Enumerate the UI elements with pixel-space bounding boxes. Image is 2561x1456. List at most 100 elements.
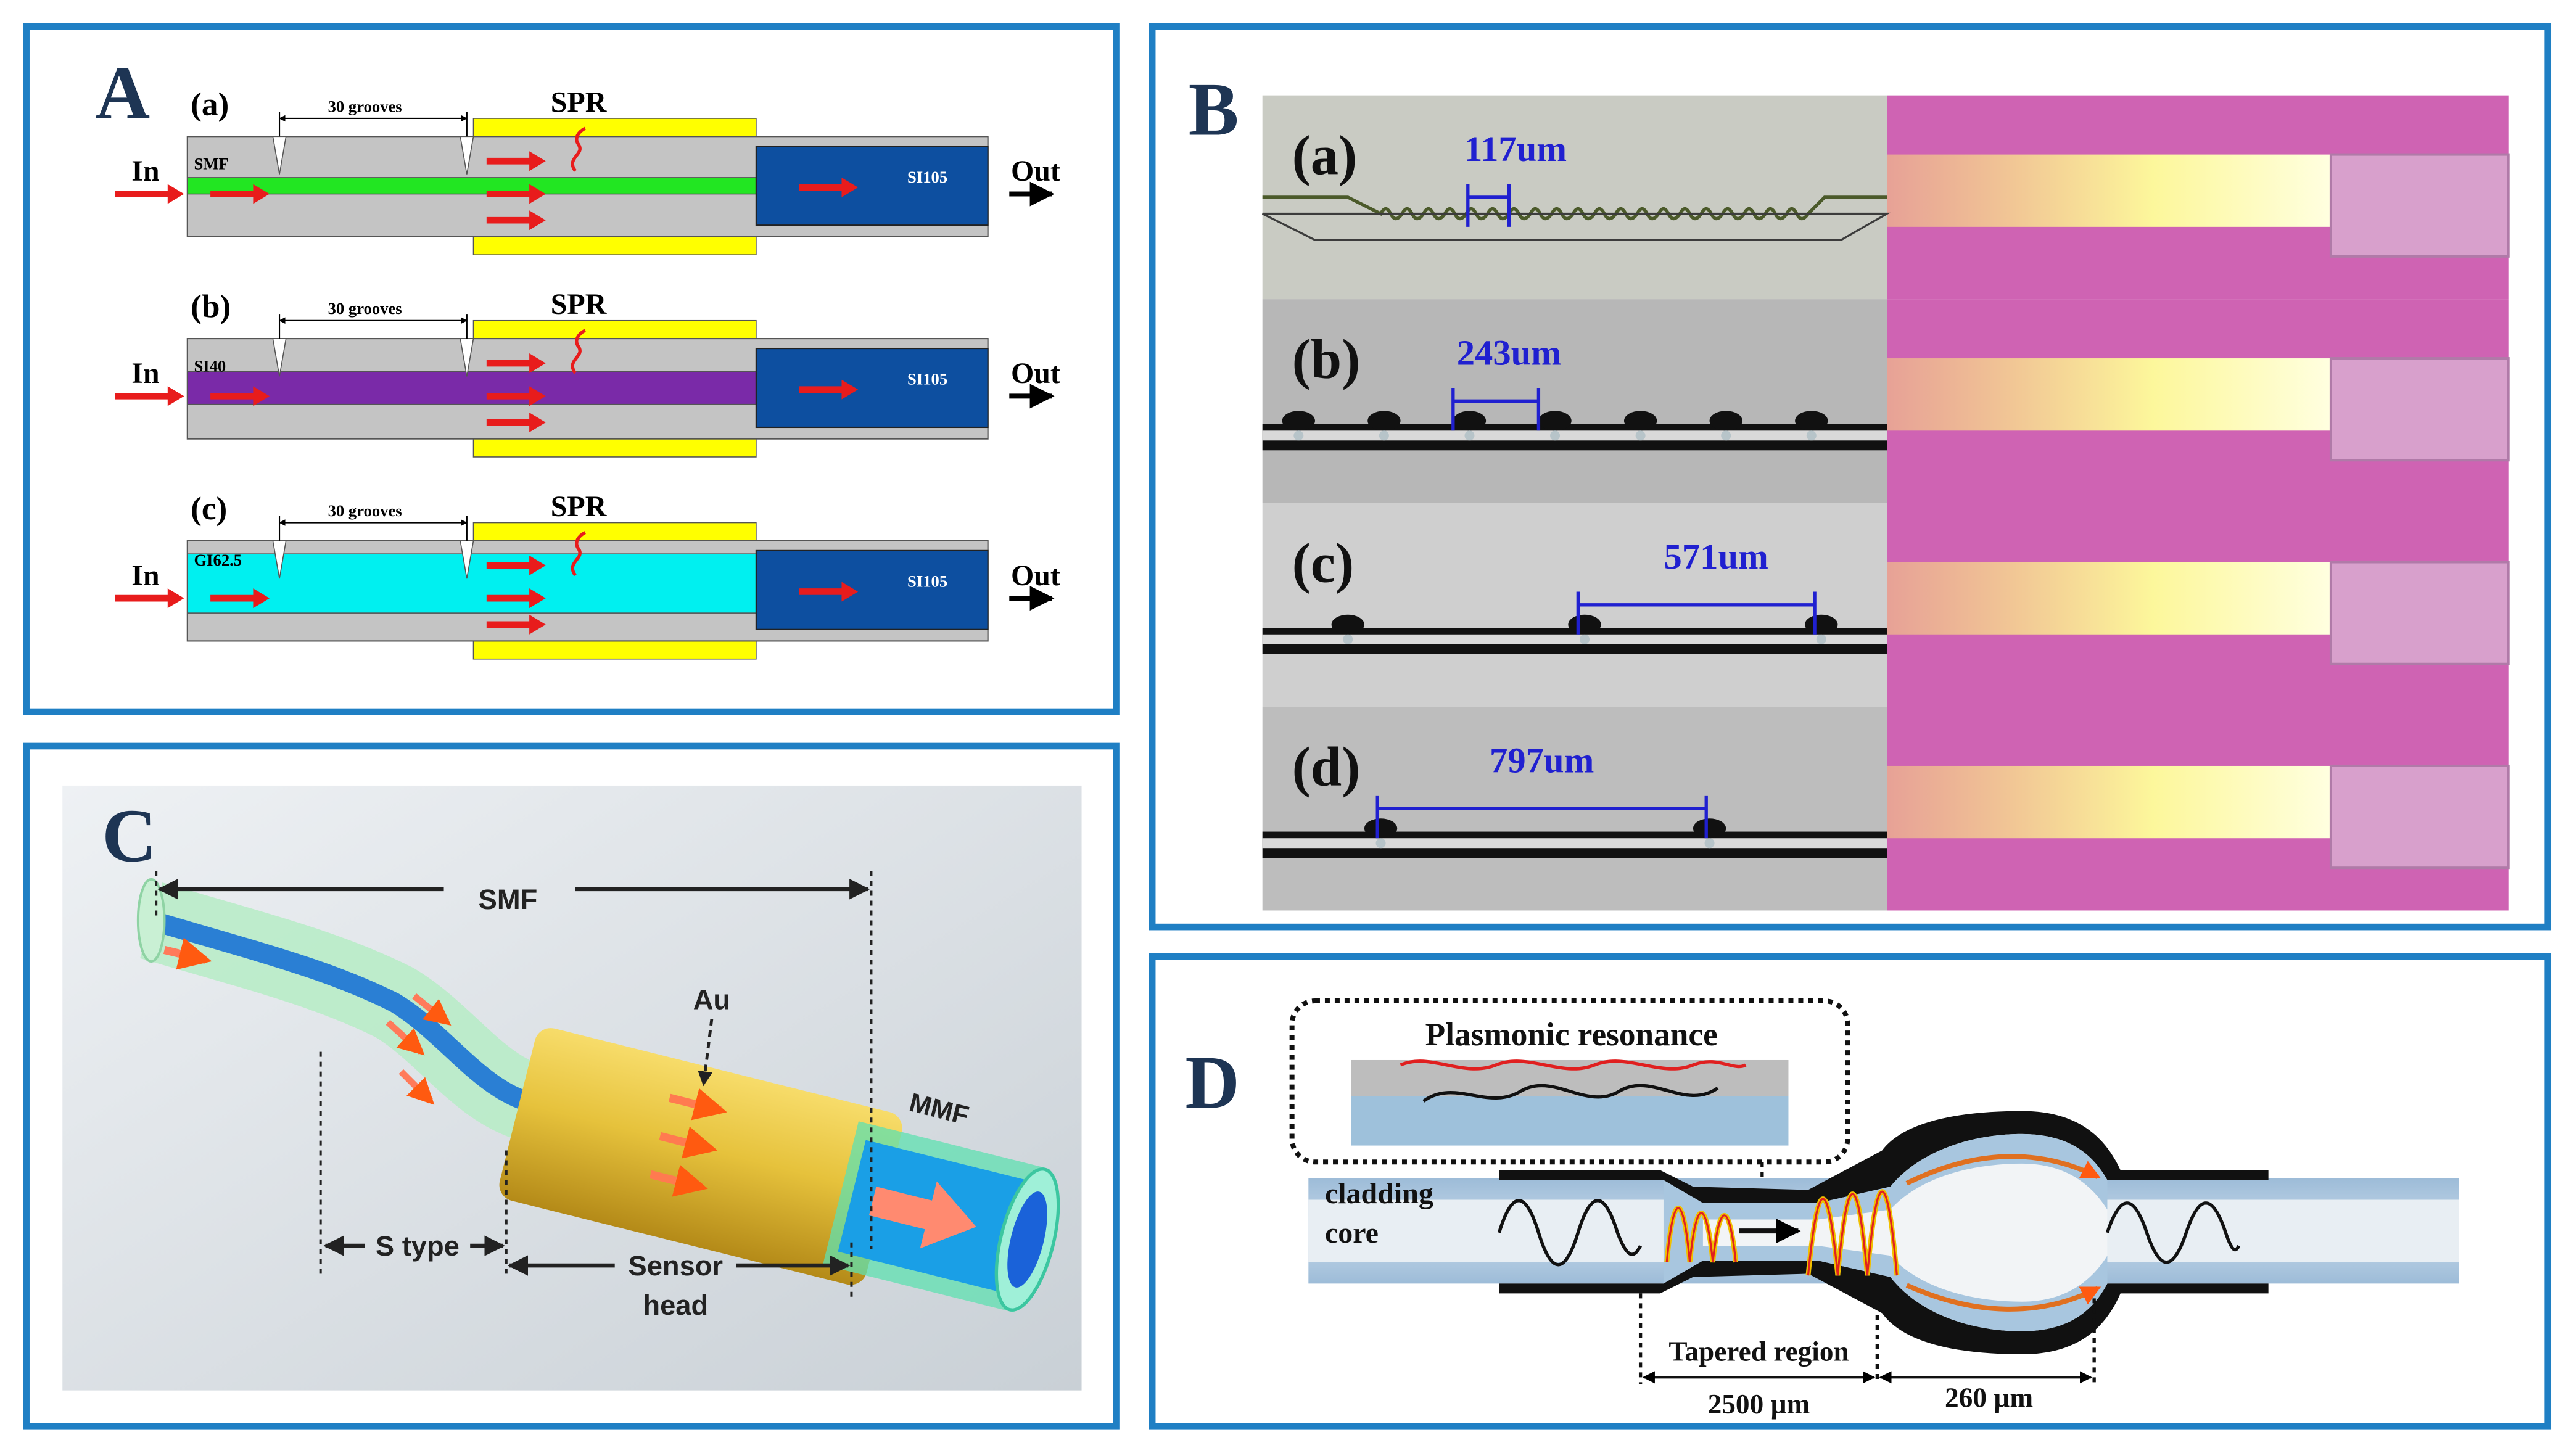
spr-coating-top: [472, 522, 757, 541]
micrograph-image: [1262, 95, 1887, 300]
in-label: In: [131, 357, 159, 390]
row-tag: (b): [191, 288, 231, 324]
dim-2500-label: 2500 µm: [1708, 1389, 1810, 1420]
micrograph-image: [1262, 299, 1887, 503]
in-label: In: [131, 559, 159, 592]
grooves-label: 30 grooves: [328, 501, 402, 520]
fiber-end: [2329, 764, 2510, 870]
groove: [1568, 614, 1601, 635]
out-label: Out: [1011, 155, 1060, 187]
groove: [1709, 411, 1742, 431]
fiber-core: [187, 371, 757, 405]
row-tag: (c): [1292, 532, 1355, 594]
mmf-end-core: [1007, 1191, 1047, 1288]
au-label: Au: [693, 984, 730, 1015]
output-fiber: [755, 146, 989, 226]
groove: [1805, 614, 1838, 635]
row-tag: (a): [191, 86, 229, 123]
micrograph-row: (a) 117um: [1261, 95, 2510, 300]
spr-label: SPR: [551, 86, 608, 118]
input-fiber-label: SI40: [194, 356, 226, 375]
row-tag: (b): [1292, 328, 1361, 390]
in-label: In: [131, 155, 159, 187]
panel-d-letter: D: [1185, 1040, 1240, 1124]
output-fiber-label: SI105: [907, 572, 947, 590]
s-type-label: S type: [376, 1230, 460, 1262]
dim-260-label: 260 µm: [1945, 1382, 2033, 1413]
micrograph-row: (b) 243um: [1262, 299, 2510, 503]
groove: [1623, 411, 1657, 431]
panel-b-letter: B: [1189, 68, 1239, 152]
groove: [1795, 411, 1828, 431]
spr-label: SPR: [551, 288, 608, 321]
grooves-label: 30 grooves: [328, 97, 402, 115]
output-fiber: [755, 549, 989, 630]
sensor-head-label-1: Sensor: [629, 1250, 724, 1281]
period-label: 571um: [1664, 537, 1768, 577]
micrograph-row: (c) 571um: [1262, 503, 2510, 707]
fiber-core: [187, 177, 757, 195]
fiber-end: [2329, 357, 2510, 462]
tapered-region-label: Tapered region: [1668, 1336, 1849, 1367]
period-label: 797um: [1490, 741, 1594, 781]
groove: [1331, 614, 1364, 635]
output-fiber: [755, 347, 989, 429]
spr-coating-bottom: [472, 640, 757, 660]
light-arrow: [669, 1088, 727, 1121]
spr-coupling-arrow: [571, 329, 587, 374]
micrograph-row: (d) 797um: [1262, 707, 2510, 911]
spr-label: SPR: [551, 490, 608, 523]
groove: [1364, 818, 1398, 839]
light-arrow: [398, 1069, 435, 1105]
period-label: 243um: [1457, 333, 1561, 373]
fiber-end: [2329, 153, 2510, 258]
spr-coupling-arrow: [571, 531, 587, 577]
light-arrow: [386, 1019, 425, 1056]
grooves-label: 30 grooves: [328, 299, 402, 318]
groove: [1453, 411, 1487, 431]
spr-coating-top: [472, 118, 757, 138]
light-arrow: [163, 937, 212, 970]
row-tag: (a): [1292, 125, 1358, 187]
out-label: Out: [1011, 357, 1060, 390]
spr-coupling-arrow: [571, 126, 587, 172]
spr-coating-top: [472, 319, 757, 339]
panel-c-letter: C: [102, 794, 157, 878]
groove: [1693, 818, 1726, 839]
fiber-core: [187, 553, 757, 614]
panel-c: C SMF Au MMF: [23, 742, 1120, 1430]
out-label: Out: [1011, 559, 1060, 592]
panel-b: B (a) 117um (b) 243um (c) 571um (d) 797um: [1149, 23, 2552, 931]
groove: [1367, 411, 1401, 431]
light-arrow: [659, 1126, 718, 1159]
output-fiber-label: SI105: [907, 168, 947, 186]
smf-end-face: [136, 878, 166, 963]
period-label: 117um: [1464, 129, 1567, 169]
output-arrow: [868, 1181, 976, 1249]
smf-label: SMF: [479, 884, 538, 915]
spr-coating-bottom: [472, 236, 757, 255]
row-tag: (c): [191, 490, 227, 527]
inset-fiber-layer: [1351, 1096, 1789, 1146]
light-arrow: [412, 993, 452, 1026]
input-fiber-label: SMF: [194, 155, 228, 173]
inset-box: [1289, 998, 1850, 1165]
core-label: core: [1325, 1217, 1379, 1249]
plasmonic-label: Plasmonic resonance: [1425, 1016, 1718, 1053]
input-fiber-label: GI62.5: [194, 551, 242, 569]
row-tag: (d): [1292, 736, 1361, 798]
output-fiber-label: SI105: [907, 370, 947, 389]
panel-a-letter: A: [96, 51, 151, 135]
panel-d: D Plasmonic resonance cladding core: [1149, 953, 2552, 1430]
diagram-row: 30 grooves (a) SPR SMF SI105 In Out: [115, 86, 1060, 255]
spr-coating-bottom: [472, 438, 757, 458]
fiber-end: [2329, 561, 2510, 665]
groove: [1282, 411, 1315, 431]
smf-core: [148, 911, 530, 1111]
cladding-label: cladding: [1325, 1177, 1433, 1210]
groove: [1538, 411, 1572, 431]
